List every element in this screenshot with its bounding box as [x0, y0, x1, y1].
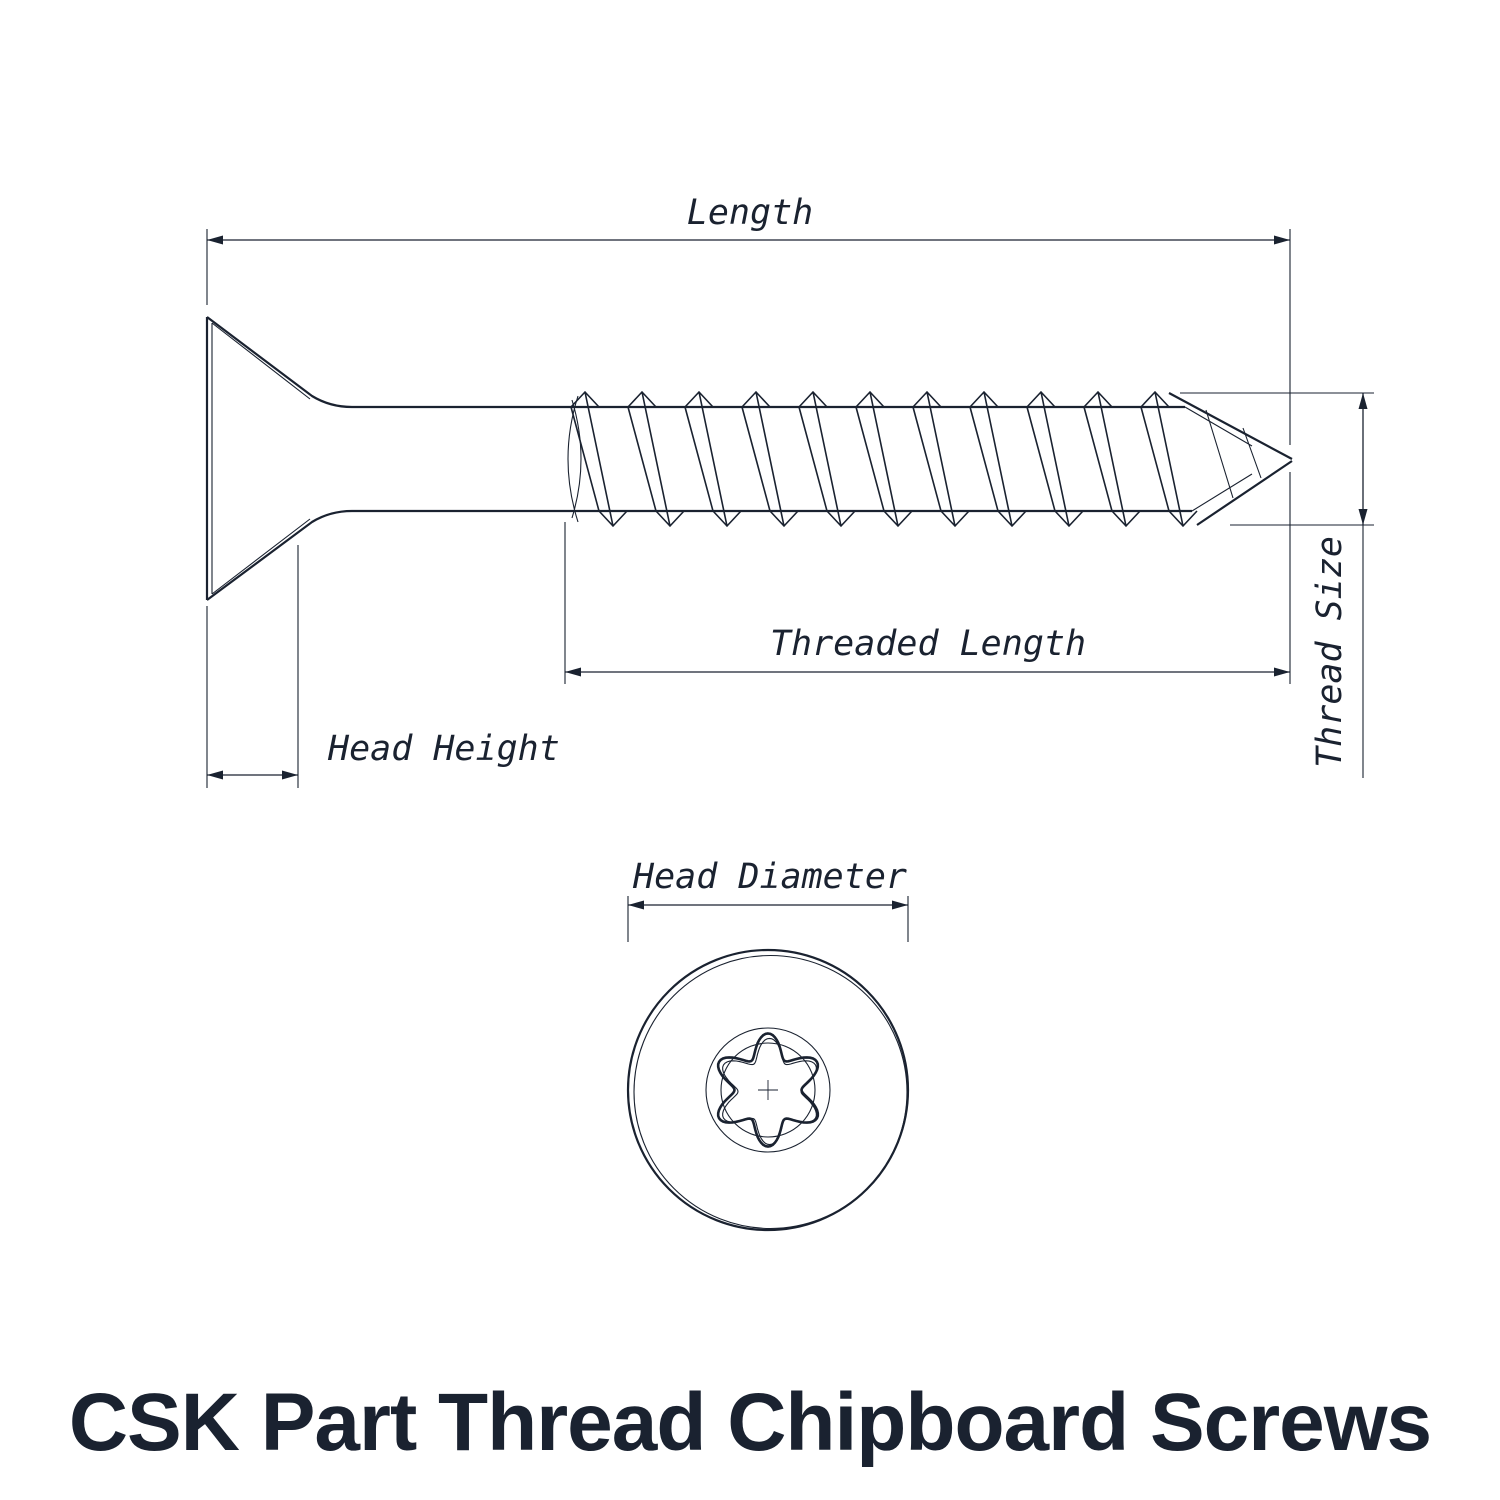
thread-runout: [567, 395, 582, 523]
countersink-circle-inner: [720, 1042, 816, 1138]
screw-top-view: [626, 948, 910, 1232]
dimension-length: Length: [206, 193, 1291, 445]
screw-side-view: [205, 316, 1293, 601]
dimension-head-height: Head Height: [206, 545, 560, 788]
center-mark: [758, 1080, 778, 1100]
screw-tip-threads: [1184, 406, 1262, 512]
thread-size-extension-lines: [1180, 392, 1374, 778]
screw-shank: [352, 405, 1192, 513]
countersink-circle-outer: [705, 1027, 831, 1153]
head-diameter-extension-lines: [627, 896, 909, 942]
threaded-length-extension-lines: [564, 472, 1291, 684]
thread-size-label: Thread Size: [1310, 536, 1350, 768]
torx-recess-echo: [722, 1037, 817, 1146]
head-outer-circle: [626, 948, 910, 1232]
length-extension-lines: [206, 229, 1291, 445]
torx-recess: [716, 1032, 820, 1148]
dimension-thread-size: Thread Size: [1180, 392, 1374, 778]
head-outer-circle-echo: [633, 954, 908, 1230]
screw-head-face-echo: [211, 322, 311, 595]
screw-head-outline: [205, 316, 353, 601]
threaded-length-label: Threaded Length: [770, 624, 1086, 664]
head-height-extension-lines: [206, 545, 299, 788]
dimension-head-diameter: Head Diameter: [627, 857, 909, 942]
length-label: Length: [687, 193, 813, 233]
head-diameter-label: Head Diameter: [632, 857, 907, 897]
screw-threads: [570, 390, 1198, 528]
screw-tip: [1168, 392, 1293, 526]
dimension-threaded-length: Threaded Length: [564, 472, 1291, 684]
page-title: CSK Part Thread Chipboard Screws: [69, 1377, 1431, 1468]
head-height-label: Head Height: [327, 729, 560, 769]
